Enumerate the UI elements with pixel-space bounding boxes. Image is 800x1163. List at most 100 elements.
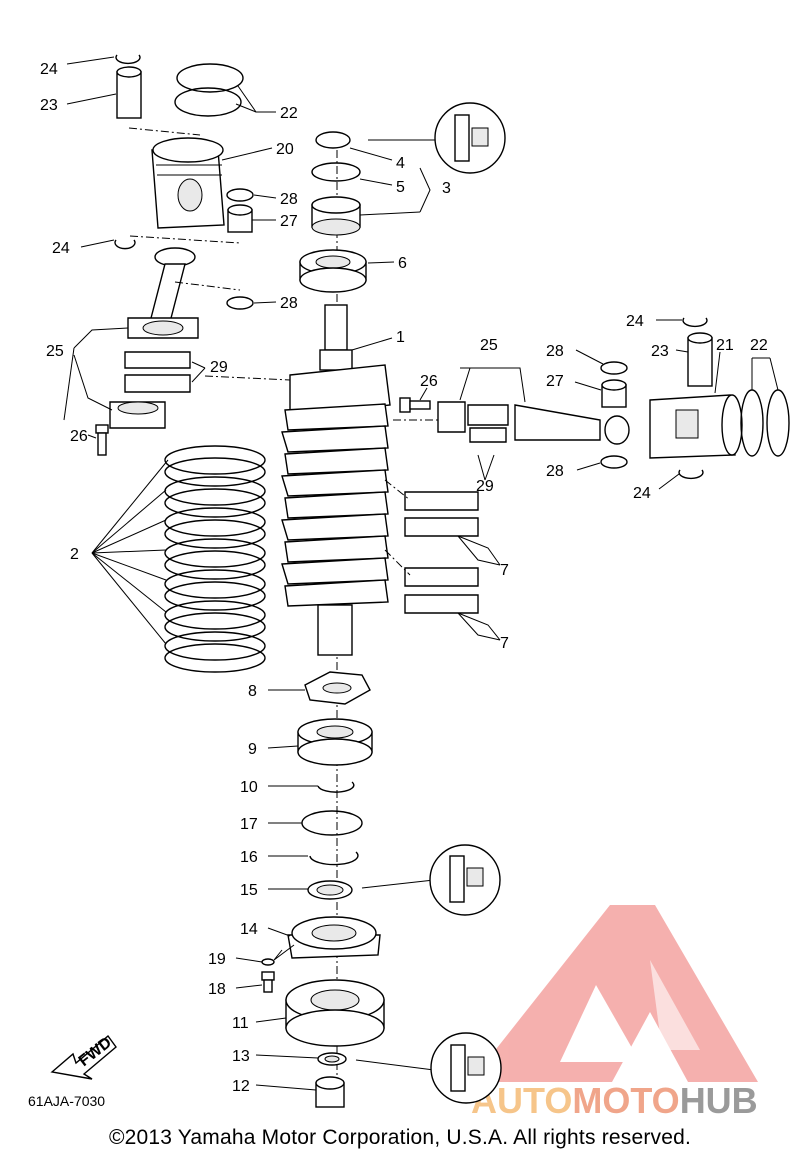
circlip-part-16 [309, 851, 359, 866]
oil-seal-rings-part-2 [164, 445, 266, 673]
bolt-part-18 [261, 971, 275, 993]
connecting-rod-part-25-right [514, 404, 630, 445]
ring-part-2-edge [164, 488, 266, 518]
ring-part-2-edge [164, 643, 266, 673]
watermark-moto: MOTO [572, 1080, 679, 1121]
detail-circle-part-15 [361, 844, 501, 916]
piston-pin-part-23-right [687, 332, 713, 387]
ring-part-2-edge [164, 519, 266, 549]
callout-15: 15 [240, 882, 258, 899]
crank-web [284, 447, 389, 475]
seal-part-13 [317, 1052, 347, 1066]
callout-7-upper: 7 [500, 562, 509, 579]
callout-16: 16 [240, 849, 258, 866]
callout-10: 10 [240, 779, 258, 796]
callout-8: 8 [248, 683, 257, 700]
crank-web [281, 557, 389, 585]
callout-5: 5 [396, 179, 405, 196]
ring-part-2 [164, 476, 266, 506]
callout-20: 20 [276, 141, 294, 158]
callout-11: 11 [232, 1015, 249, 1032]
crank-web [281, 425, 389, 453]
callout-labels: 24 23 22 20 28 27 24 28 25 29 26 2 4 5 3… [40, 61, 768, 1095]
washer-part-28-left-top [226, 188, 254, 202]
bearing-halves-part-29-right [467, 404, 509, 443]
oring-part-17 [301, 810, 363, 836]
circlip-part-24-top [115, 54, 141, 65]
seal-part-15 [307, 880, 353, 900]
callout-27-right: 27 [546, 373, 564, 390]
needle-bearing-part-27-left [227, 204, 253, 233]
circlip-part-24-right-bottom [678, 469, 704, 480]
main-bearings-part-7-upper [404, 491, 479, 537]
piston-rings-part-22-left [174, 63, 244, 117]
callout-29-right: 29 [476, 478, 494, 495]
needle-bearing-part-27-right [601, 379, 627, 408]
crankshaft-part-1 [281, 304, 391, 656]
callout-13: 13 [232, 1048, 250, 1065]
ring-part-2-edge [164, 581, 266, 611]
callout-28-left-bottom: 28 [280, 295, 298, 312]
callout-26-right: 26 [420, 373, 438, 390]
callout-12: 12 [232, 1078, 250, 1095]
circlip-part-24-right-top [682, 317, 708, 328]
ring-part-2 [164, 569, 266, 599]
callout-7-lower: 7 [500, 635, 509, 652]
callout-24-right-bottom: 24 [633, 485, 651, 502]
callout-24-left: 24 [52, 240, 70, 257]
piston-part-21 [649, 394, 743, 459]
callout-23-left: 23 [40, 97, 58, 114]
callout-3: 3 [442, 180, 451, 197]
rod-cap-part-25-right [437, 401, 466, 433]
fwd-arrow-icon: FWD [50, 1034, 117, 1080]
watermark-text: AUTOMOTOHUB [471, 1080, 758, 1121]
copyright-text: ©2013 Yamaha Motor Corporation, U.S.A. A… [108, 1126, 692, 1149]
callout-17: 17 [240, 816, 258, 833]
ring-part-2 [164, 631, 266, 661]
callout-26-left: 26 [70, 428, 88, 445]
bearing-halves-part-29-left [124, 351, 191, 393]
rod-cap-part-25-left [109, 401, 166, 429]
watermark-hub: HUB [680, 1080, 758, 1121]
washer-part-28-left-bottom [226, 296, 254, 310]
callout-28-right-bottom: 28 [546, 463, 564, 480]
bearing-part-9 [297, 718, 373, 766]
crank-web [284, 579, 389, 607]
bolt-part-26-right [399, 397, 431, 413]
callout-9: 9 [248, 741, 257, 758]
callout-24-right-top: 24 [626, 313, 644, 330]
callout-6: 6 [398, 255, 407, 272]
callout-23-right: 23 [651, 343, 669, 360]
callout-19: 19 [208, 951, 226, 968]
circlip-part-24-left [114, 239, 136, 250]
callout-14: 14 [240, 921, 258, 938]
callout-25-right: 25 [480, 337, 498, 354]
callout-2: 2 [70, 546, 79, 563]
crank-web [284, 535, 389, 563]
housing-part-14 [287, 916, 381, 959]
ring-part-2 [164, 445, 266, 475]
callout-28-left-top: 28 [280, 191, 298, 208]
leader-lines [63, 56, 779, 1091]
connecting-rod-part-25-left [127, 247, 199, 339]
housing-part-11 [285, 979, 385, 1047]
piston-rings-part-22-right [740, 389, 790, 457]
crank-web [281, 513, 389, 541]
bolt-part-26-left [95, 424, 109, 456]
diagram-code: 61AJA-7030 [28, 1093, 106, 1109]
oring-part-5 [311, 162, 361, 182]
crank-web [281, 469, 389, 497]
detail-circle-part-13 [355, 1032, 502, 1104]
ring-part-2-edge [164, 457, 266, 487]
piston-part-20 [151, 137, 225, 229]
washer-part-19 [261, 958, 275, 966]
ring-part-2 [164, 538, 266, 568]
callout-22-right: 22 [750, 337, 768, 354]
ring-part-2 [164, 600, 266, 630]
callout-18: 18 [208, 981, 226, 998]
nut-part-12 [315, 1076, 345, 1108]
callout-25-left: 25 [46, 343, 64, 360]
callout-24-top-left: 24 [40, 61, 58, 78]
bearing-part-6 [299, 249, 367, 293]
